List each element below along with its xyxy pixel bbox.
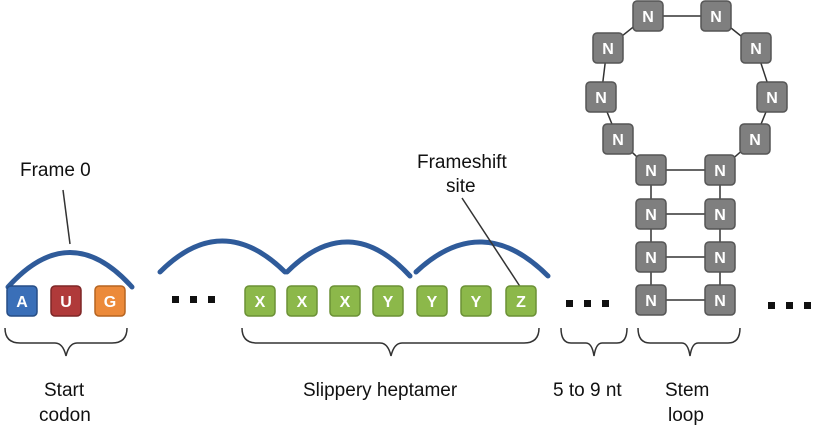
svg-text:N: N bbox=[714, 163, 726, 180]
heptamer-nucleotide: Y bbox=[372, 285, 404, 317]
svg-text:N: N bbox=[714, 207, 726, 224]
svg-text:N: N bbox=[766, 90, 778, 107]
start-codon-label-line2: codon bbox=[39, 405, 91, 426]
stem-nucleotide: N bbox=[704, 154, 736, 186]
loop-nucleotide: N bbox=[632, 0, 664, 32]
heptamer-nucleotide: Y bbox=[416, 285, 448, 317]
svg-text:N: N bbox=[714, 250, 726, 267]
svg-text:N: N bbox=[645, 163, 657, 180]
heptamer-nucleotide: Z bbox=[505, 285, 537, 317]
loop-nucleotide: N bbox=[756, 81, 788, 113]
svg-text:N: N bbox=[602, 41, 614, 58]
svg-text:N: N bbox=[749, 132, 761, 149]
svg-text:X: X bbox=[255, 294, 266, 311]
heptamer-nucleotide: X bbox=[329, 285, 361, 317]
stem-nucleotide: N bbox=[704, 198, 736, 230]
ellipsis-2 bbox=[566, 300, 609, 307]
loop-nucleotide: N bbox=[739, 123, 771, 155]
svg-text:N: N bbox=[642, 9, 654, 26]
frameshift-pointer bbox=[461, 197, 522, 289]
svg-text:Y: Y bbox=[427, 294, 438, 311]
stem-loop-label-line1: Stem bbox=[665, 380, 709, 401]
codon-arc-2 bbox=[284, 239, 413, 279]
svg-text:N: N bbox=[645, 207, 657, 224]
svg-text:G: G bbox=[104, 294, 116, 311]
start-nucleotide-a: A bbox=[6, 285, 38, 317]
slippery-heptamer-brace bbox=[241, 327, 540, 357]
svg-text:Z: Z bbox=[516, 294, 526, 311]
stem-loop: N N N N N N N N N N N N N N N N bbox=[585, 0, 788, 316]
ellipsis-3 bbox=[768, 302, 811, 309]
loop-nucleotide: N bbox=[700, 0, 732, 32]
codon-arc-1 bbox=[157, 238, 288, 275]
loop-nucleotide: N bbox=[740, 32, 772, 64]
slippery-heptamer: X X X Y Y Y Z bbox=[244, 285, 537, 317]
svg-text:A: A bbox=[16, 294, 28, 311]
stem-nucleotide: N bbox=[704, 284, 736, 316]
stem-nucleotide: N bbox=[635, 154, 667, 186]
svg-text:U: U bbox=[60, 294, 72, 311]
heptamer-nucleotide: X bbox=[286, 285, 318, 317]
svg-text:Y: Y bbox=[383, 294, 394, 311]
ellipsis-1 bbox=[172, 296, 215, 303]
frame0-arc bbox=[5, 250, 135, 290]
spacer-brace bbox=[560, 327, 628, 357]
frameshift-label-line2: site bbox=[446, 176, 476, 197]
loop-nucleotide: N bbox=[592, 32, 624, 64]
stem-nucleotide: N bbox=[635, 284, 667, 316]
frameshift-label-line1: Frameshift bbox=[417, 152, 507, 173]
codon-arc-3 bbox=[413, 239, 551, 279]
heptamer-nucleotide: X bbox=[244, 285, 276, 317]
svg-text:N: N bbox=[595, 90, 607, 107]
start-codon-label-line1: Start bbox=[44, 380, 85, 401]
stem-nucleotide: N bbox=[635, 241, 667, 273]
start-nucleotide-g: G bbox=[94, 285, 126, 317]
stem-nucleotide: N bbox=[635, 198, 667, 230]
svg-text:X: X bbox=[340, 294, 351, 311]
svg-text:N: N bbox=[714, 293, 726, 310]
loop-nucleotide: N bbox=[585, 81, 617, 113]
stem-nucleotide: N bbox=[704, 241, 736, 273]
svg-text:X: X bbox=[297, 294, 308, 311]
svg-text:N: N bbox=[710, 9, 722, 26]
svg-text:N: N bbox=[645, 293, 657, 310]
frame0-pointer bbox=[62, 189, 71, 245]
svg-text:N: N bbox=[612, 132, 624, 149]
stem-loop-brace bbox=[637, 327, 741, 357]
frame0-label: Frame 0 bbox=[20, 160, 91, 181]
svg-text:N: N bbox=[645, 250, 657, 267]
stem-loop-label-line2: loop bbox=[668, 405, 704, 426]
heptamer-nucleotide: Y bbox=[460, 285, 492, 317]
start-nucleotide-u: U bbox=[50, 285, 82, 317]
start-codon: A U G bbox=[6, 285, 126, 317]
spacer-label: 5 to 9 nt bbox=[553, 380, 622, 401]
svg-text:N: N bbox=[750, 41, 762, 58]
svg-text:Y: Y bbox=[471, 294, 482, 311]
start-codon-brace bbox=[4, 327, 128, 357]
slippery-heptamer-label: Slippery heptamer bbox=[303, 380, 458, 401]
loop-nucleotide: N bbox=[602, 123, 634, 155]
